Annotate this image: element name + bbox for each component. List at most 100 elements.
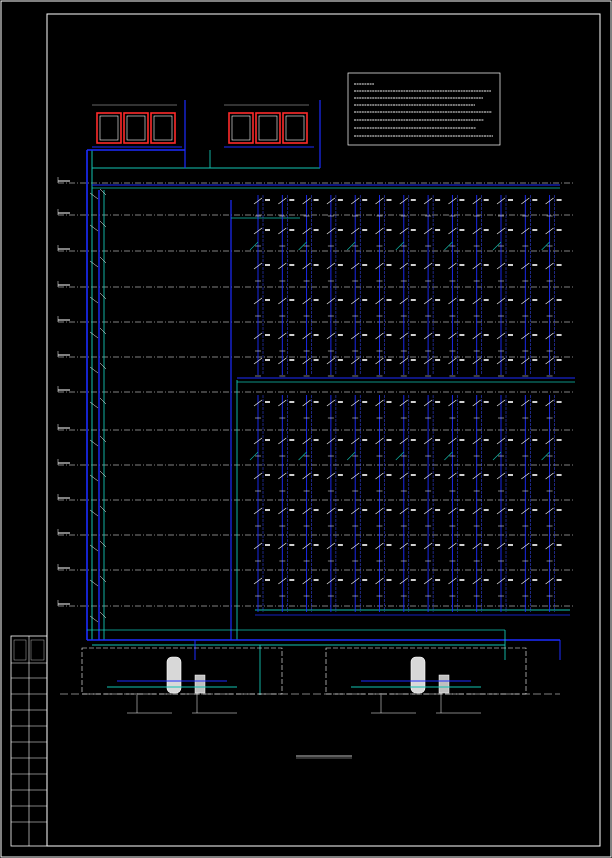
fixture-branch-tick [302,357,311,365]
fixture-branch-tick [521,332,530,340]
fixture-label-block [556,359,562,361]
fixture-label-block [362,199,368,201]
fixture-label-block [410,199,416,201]
fixture-branch-tick [278,332,287,340]
fixture-label-block [483,544,489,546]
fixture-branch-tick [253,357,263,365]
riser-branch-tick [89,401,99,409]
return-branch [492,451,502,461]
fixture-label-block [289,544,295,546]
fixture-branch-tick [496,357,506,365]
fixture-label-block [459,544,465,546]
return-branch [249,451,259,461]
riser-branch-tick [99,256,107,264]
fixture-label-block [337,401,343,403]
fixture-label-block [532,439,538,441]
fixture-label-block [410,299,416,301]
fixture-branch-tick [278,399,287,407]
circulation-pump [438,674,450,694]
fixture-label-block [508,474,513,476]
fixture-label-block [508,579,513,581]
fixture-branch-tick [326,357,336,365]
fixture-branch-tick [253,262,263,270]
fixture-label-block [459,334,465,336]
fixture-branch-tick [278,262,287,270]
title-block [10,635,48,847]
fixture-branch-tick [302,399,311,407]
fixture-branch-tick [399,262,408,270]
fixture-branch-tick [521,262,530,270]
fixture-label-block [386,474,392,476]
fixture-branch-tick [496,542,506,550]
fixture-label-block [435,509,441,511]
riser-branch-tick [99,470,107,478]
return-branch [444,451,453,461]
fixture-branch-tick [545,399,554,407]
fixture-label-block [435,199,441,201]
fixture-branch-tick [326,399,336,407]
fixture-branch-tick [399,542,408,550]
fixture-branch-tick [302,197,311,205]
return-branch [298,451,307,461]
fixture-branch-tick [351,197,360,205]
fixture-label-block [337,334,343,336]
fixture-branch-tick [472,437,481,445]
fixture-branch-tick [351,577,360,585]
fixture-label-block [313,509,319,511]
fixture-branch-tick [351,227,360,235]
fixture-branch-tick [278,357,287,365]
fixture-label-block [532,299,538,301]
fixture-branch-tick [375,437,384,445]
fixture-branch-tick [253,227,263,235]
fixture-label-block [483,229,489,231]
fixture-label-block [289,334,295,336]
fixture-branch-tick [521,472,530,480]
fixture-branch-tick [278,577,287,585]
notes-text-lines [354,83,493,137]
fixture-branch-tick [545,507,554,515]
fixture-label-block [313,264,319,266]
fixture-branch-tick [448,399,457,407]
fixture-label-block [386,401,392,403]
fixture-branch-tick [351,332,360,340]
fixture-branch-tick [448,297,457,305]
fixture-branch-tick [375,507,384,515]
fixture-label-block [508,199,513,201]
return-branch [346,241,356,251]
fixture-label-block [435,544,441,546]
fixture-branch-tick [448,472,457,480]
fixture-branch-tick [448,262,457,270]
fixture-branch-tick [448,332,457,340]
fixture-branch-tick [253,297,263,305]
fixture-label-block [508,229,513,231]
fixture-label-block [459,509,465,511]
return-branch [541,451,550,461]
fixture-branch-tick [278,437,287,445]
riser-branch-tick [99,327,107,335]
riser-branch-tick [89,260,99,268]
fixture-branch-tick [521,399,530,407]
fixture-label-block [483,439,489,441]
fixture-branch-tick [302,437,311,445]
fixture-branch-tick [545,227,554,235]
fixture-label-block [362,544,368,546]
fixture-branch-tick [423,227,433,235]
fixture-label-block [289,509,295,511]
fixture-branch-tick [375,262,384,270]
riser-branch-tick [89,544,99,552]
riser-branch-tick [99,397,107,405]
return-branch [492,241,502,251]
fixture-branch-tick [423,332,433,340]
fixture-branch-tick [399,357,408,365]
fixture-label-block [556,579,562,581]
fixture-branch-tick [351,297,360,305]
fixture-branch-tick [253,197,263,205]
fixture-label-block [459,439,465,441]
riser-branch-tick [99,220,107,228]
fixture-label-block [410,264,416,266]
fixture-branch-tick [253,332,263,340]
fixture-label-block [459,401,465,403]
fixture-label-block [410,544,416,546]
solar-collector-panel [255,112,281,144]
